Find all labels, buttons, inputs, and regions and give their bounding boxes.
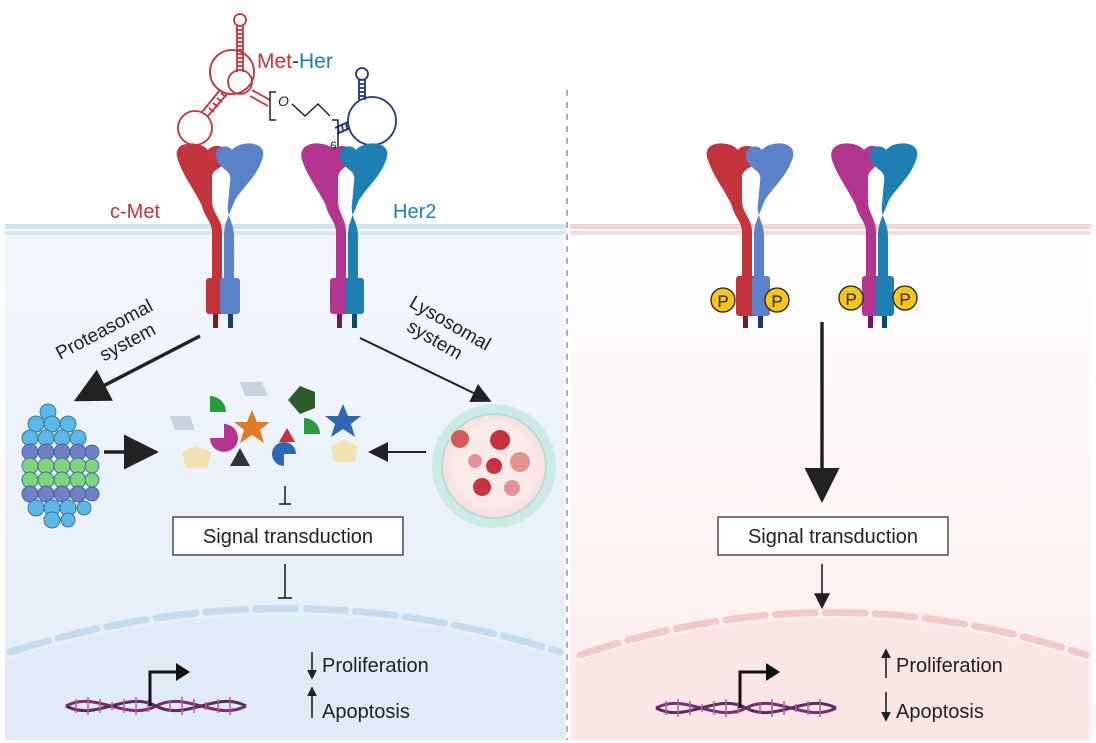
- left-apoptosis-up-arrow: [307, 686, 317, 718]
- proteasomal-arrow: [73, 334, 201, 402]
- c-met-partner-left: [215, 143, 264, 328]
- c-met-partner-right: [745, 143, 794, 328]
- right-signal-label: Signal transduction: [748, 526, 918, 548]
- lysosome-icon: [432, 404, 556, 528]
- left-proliferation-down-arrow: [307, 652, 317, 680]
- phospho-badge-2: P: [764, 287, 790, 313]
- phospho-badge-1: P: [710, 287, 736, 313]
- phospho-badge-4: P: [892, 285, 918, 311]
- right-transcription-start-icon: [738, 663, 780, 708]
- lysosomal-arrow: [359, 337, 492, 403]
- right-nuclear-envelope: [576, 609, 1090, 659]
- svg-text:P: P: [845, 290, 856, 309]
- her-aptamer: [334, 67, 397, 146]
- signal-inhibit-nucleus: [278, 564, 292, 599]
- her2-receptor-right: [869, 143, 918, 328]
- c-met-label: c-Met: [110, 201, 160, 223]
- her2-label: Her2: [393, 201, 436, 223]
- fragments-inhibit-signal: [279, 486, 291, 505]
- met-aptamer: [177, 13, 271, 146]
- svg-text:P: P: [771, 292, 782, 311]
- right-dna-icon: [655, 699, 837, 717]
- left-apoptosis-label: Apoptosis: [322, 701, 410, 723]
- right-apoptosis-down-arrow: [881, 692, 891, 722]
- dash-label: -: [292, 50, 299, 73]
- protein-fragments: [170, 382, 361, 468]
- her-label: Her: [299, 50, 333, 73]
- right-apoptosis-label: Apoptosis: [896, 701, 984, 723]
- left-nuclear-envelope: [6, 605, 564, 656]
- peg-linker: [269, 91, 339, 149]
- linker-repeat-count: 6: [330, 139, 337, 153]
- left-dna-icon: [65, 697, 247, 715]
- left-membrane: [5, 224, 565, 235]
- aptamer-title: Met-Her: [257, 50, 333, 73]
- svg-text:P: P: [717, 292, 728, 311]
- met-label: Met: [257, 50, 292, 73]
- left-proliferation-label: Proliferation: [322, 655, 429, 677]
- left-signal-box: [172, 516, 404, 556]
- right-membrane: [570, 224, 1091, 235]
- svg-text:P: P: [899, 290, 910, 309]
- left-signal-label: Signal transduction: [203, 526, 373, 548]
- right-proliferation-label: Proliferation: [896, 655, 1003, 677]
- right-signal-box: [717, 516, 949, 556]
- phospho-badge-3: P: [838, 285, 864, 311]
- proteasome-icon: [21, 403, 100, 529]
- her2-receptor-left: [339, 143, 388, 328]
- linker-oxygen: O: [278, 93, 289, 109]
- right-proliferation-up-arrow: [881, 648, 891, 678]
- left-transcription-start-icon: [148, 663, 190, 706]
